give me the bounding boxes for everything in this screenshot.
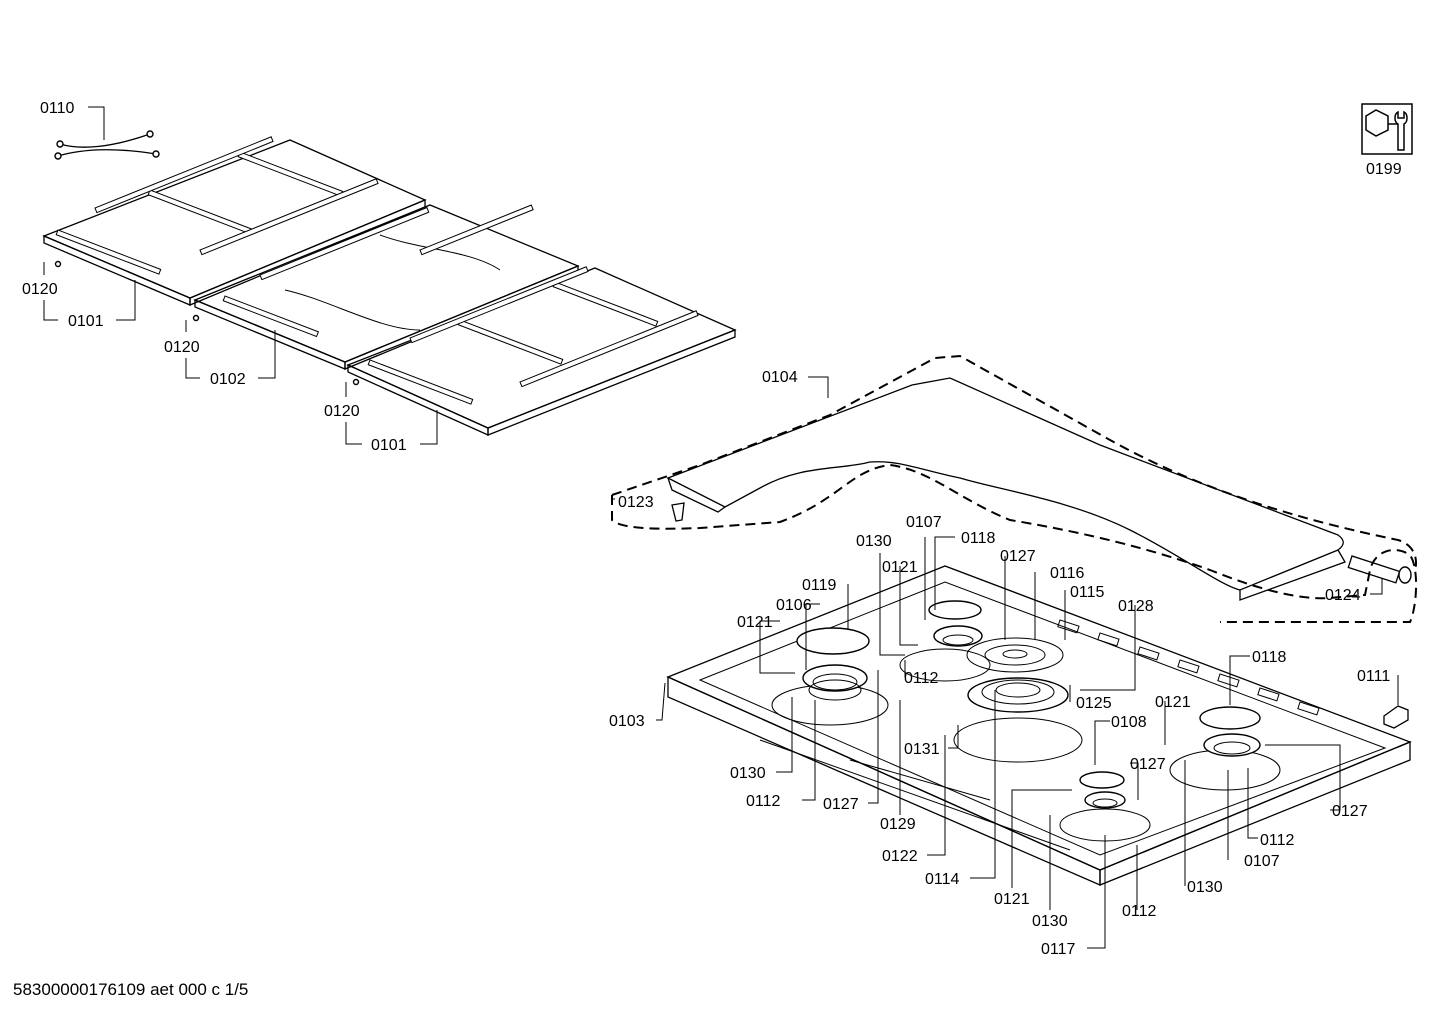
label-0122: 0122 [882,848,918,865]
screw-0120-a [54,260,62,268]
label-0130-a: 0130 [856,533,892,550]
label-0131: 0131 [904,741,940,758]
label-0130-d: 0130 [1032,913,1068,930]
label-0116: 0116 [1050,565,1085,582]
burner-left [771,627,889,726]
label-0102: 0102 [210,371,246,388]
label-0120-a: 0120 [22,281,58,298]
label-0120-c: 0120 [324,403,360,420]
wrench-icon [1361,103,1413,155]
label-0103: 0103 [609,713,645,730]
label-0127-d: 0127 [1332,803,1368,820]
label-0130-c: 0130 [1187,879,1223,896]
screw-0120-c [352,378,360,386]
label-0123: 0123 [618,494,654,511]
pan-support-middle [193,204,580,370]
cover-group [611,354,1418,623]
label-0127-c: 0127 [823,796,859,813]
label-0121-c: 0121 [1155,694,1191,711]
label-0118-b: 0118 [1252,649,1287,666]
label-0120-b: 0120 [164,339,200,356]
label-0111: 0111 [1357,668,1390,685]
label-0107-a: 0107 [906,514,942,531]
label-0199: 0199 [1366,161,1402,178]
label-0108: 0108 [1111,714,1147,731]
label-0115: 0115 [1070,584,1105,601]
label-0114: 0114 [925,871,960,888]
label-0121-d: 0121 [994,891,1030,908]
label-0117: 0117 [1041,941,1076,958]
label-0118-a: 0118 [961,530,996,547]
label-0101-a: 0101 [68,313,104,330]
burner-back [899,600,991,682]
label-0129: 0129 [880,816,916,833]
pan-support-left [42,136,427,306]
label-0130-b: 0130 [730,765,766,782]
screw-0120-b [192,314,200,322]
burner-wok [953,637,1083,763]
label-0112-b: 0112 [746,793,781,810]
hob-tray [666,565,1412,886]
label-0127-b: 0127 [1130,756,1166,773]
label-0110: 0110 [40,100,75,117]
pan-support-right [346,266,737,437]
rubber-feet-part [54,130,160,160]
burner-right [1169,706,1281,791]
label-0121-a: 0121 [882,559,918,576]
label-0104: 0104 [762,369,798,386]
label-0112-a: 0112 [904,670,939,687]
label-0112-d: 0112 [1122,903,1157,920]
burner-front [1059,771,1151,842]
label-0125: 0125 [1076,695,1112,712]
label-0124: 0124 [1325,587,1361,604]
hinge-pin-part [1347,555,1412,584]
buffer-part [671,502,685,522]
label-0107-b: 0107 [1244,853,1280,870]
leader-lines [43,106,1399,949]
label-0121-b: 0121 [737,614,773,631]
part-labels: 0110 0120 0101 0120 0102 0120 0101 0199 … [22,100,1402,958]
label-0112-c: 0112 [1260,832,1295,849]
label-0101-b: 0101 [371,437,407,454]
fixing-clip-part [1383,705,1409,729]
label-0128: 0128 [1118,598,1154,615]
label-0127-a: 0127 [1000,548,1036,565]
label-0119: 0119 [802,577,837,594]
drawing-number-footer: 58300000176109 aet 000 c 1/5 [13,980,249,999]
label-0106: 0106 [776,597,812,614]
